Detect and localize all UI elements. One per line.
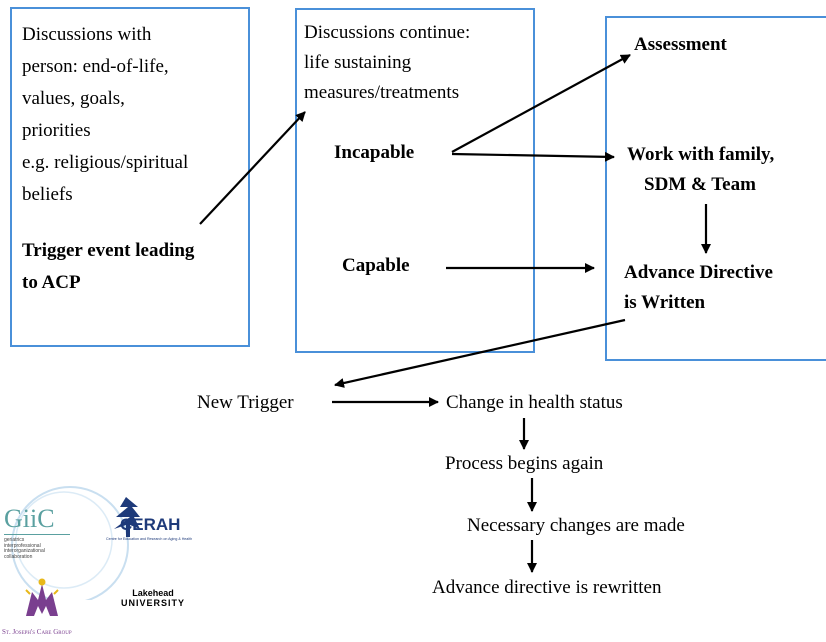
advance-directive-label: Advance Directive (624, 262, 773, 283)
arrow-incapable-to-assessment (451, 54, 631, 153)
box-discussions-continue (295, 8, 535, 353)
advance-directive-label: is Written (624, 292, 706, 313)
arrow-advance-to-new-trigger (334, 318, 626, 388)
box-outcomes (605, 16, 826, 361)
box1-line: priorities (22, 120, 91, 141)
box1-line: beliefs (22, 184, 73, 205)
cerah-logo: CERAH Centre for Education and Research … (100, 495, 192, 565)
lakehead-wordmark: Lakehead (132, 588, 174, 598)
st-josephs-logo: St. Joseph's Care Group (2, 578, 88, 642)
process-begins-label: Process begins again (445, 453, 604, 474)
giic-tagline: interprofessional (4, 542, 41, 549)
work-with-family-label: SDM & Team (644, 174, 756, 195)
giic-tagline: geriatrics (4, 537, 25, 543)
tree-icon (114, 497, 140, 537)
work-with-family-label: Work with family, (627, 144, 775, 165)
box-discussions-person (10, 7, 250, 347)
incapable-label: Incapable (334, 142, 415, 163)
st-josephs-figure-icon (25, 578, 59, 616)
giic-tagline: interorganizational (4, 548, 45, 554)
change-health-status-label: Change in health status (446, 392, 623, 413)
necessary-changes-label: Necessary changes are made (467, 515, 685, 536)
st-josephs-wordmark: St. Joseph's Care Group (2, 628, 72, 636)
giic-wordmark: GiiC (4, 504, 55, 533)
arrow-incapable-to-work (451, 151, 615, 162)
cerah-wordmark: CERAH (120, 515, 181, 534)
giic-tagline: collaboration (4, 553, 33, 560)
box2-line: Discussions continue: (304, 22, 471, 43)
capable-label: Capable (342, 255, 410, 276)
directive-rewritten-label: Advance directive is rewritten (432, 577, 662, 598)
box1-line: values, goals, (22, 88, 125, 109)
box1-line: Discussions with (22, 24, 152, 45)
box2-line: life sustaining (304, 52, 412, 73)
cerah-tagline: Centre for Education and Research on Agi… (106, 537, 193, 541)
trigger-event-label: to ACP (22, 272, 81, 293)
giic-swirl-icon (11, 486, 129, 600)
trigger-event-label: Trigger event leading (22, 240, 195, 261)
arrow-trigger-to-discussions (199, 111, 306, 225)
giic-logo: GiiC geriatrics interprofessional intero… (0, 470, 130, 600)
box2-line: measures/treatments (304, 82, 460, 103)
new-trigger-label: New Trigger (197, 392, 294, 413)
lakehead-logo: Lakehead UNIVERSITY (118, 588, 188, 618)
box1-line: person: end-of-life, (22, 56, 169, 77)
lakehead-university: UNIVERSITY (120, 598, 185, 608)
assessment-label: Assessment (634, 34, 727, 55)
box1-line: e.g. religious/spiritual (22, 152, 189, 173)
